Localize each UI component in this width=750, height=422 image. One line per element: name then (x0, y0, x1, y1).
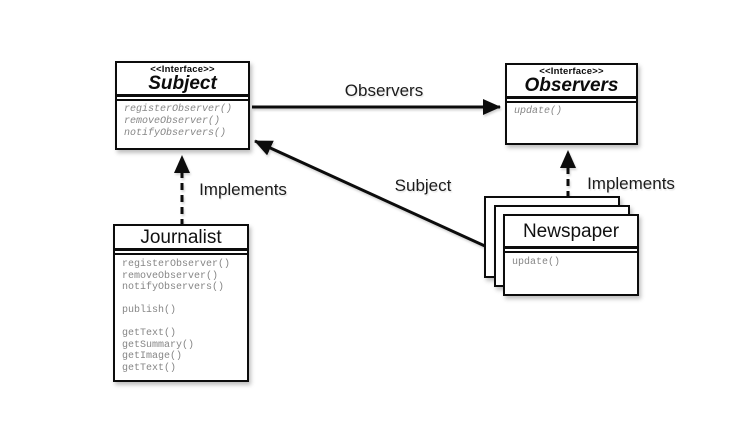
subject-box-header: <<Interface>> Subject (117, 63, 248, 97)
journalist-class-box: Journalist registerObserver() removeObse… (113, 224, 249, 382)
observers-interface-box: <<Interface>> Observers update() (505, 63, 638, 145)
class-title: Subject (148, 73, 217, 94)
subject-box-body: registerObserver() removeObserver() noti… (117, 99, 248, 143)
newspaper-box-body: update() (505, 251, 637, 272)
class-title: Journalist (140, 227, 222, 248)
journalist-box-header: Journalist (115, 226, 247, 251)
stereotype-label: <<Interface>> (539, 66, 604, 77)
implements-label-left: Implements (199, 180, 287, 199)
stereotype-label: <<Interface>> (150, 64, 215, 75)
implements-label-right: Implements (587, 174, 675, 193)
observers-arrow-label: Observers (344, 81, 424, 100)
observers-box-body: update() (507, 101, 636, 121)
subject-interface-box: <<Interface>> Subject registerObserver()… (115, 61, 250, 150)
journalist-box-body: registerObserver() removeObserver() noti… (115, 253, 247, 377)
newspaper-class-box: Newspaper update() (503, 214, 639, 296)
method-list: update() (512, 257, 561, 268)
method-list: update() (514, 106, 563, 117)
method-list: registerObserver() removeObserver() noti… (124, 104, 233, 139)
method-list: registerObserver() removeObserver() noti… (122, 259, 231, 374)
observers-box-header: <<Interface>> Observers (507, 65, 636, 99)
newspaper-box-header: Newspaper (505, 216, 637, 249)
class-title: Observers (524, 75, 619, 96)
subject-association-arrow (254, 139, 521, 264)
class-title: Newspaper (522, 221, 620, 242)
subject-arrow-label: Subject (394, 176, 452, 195)
